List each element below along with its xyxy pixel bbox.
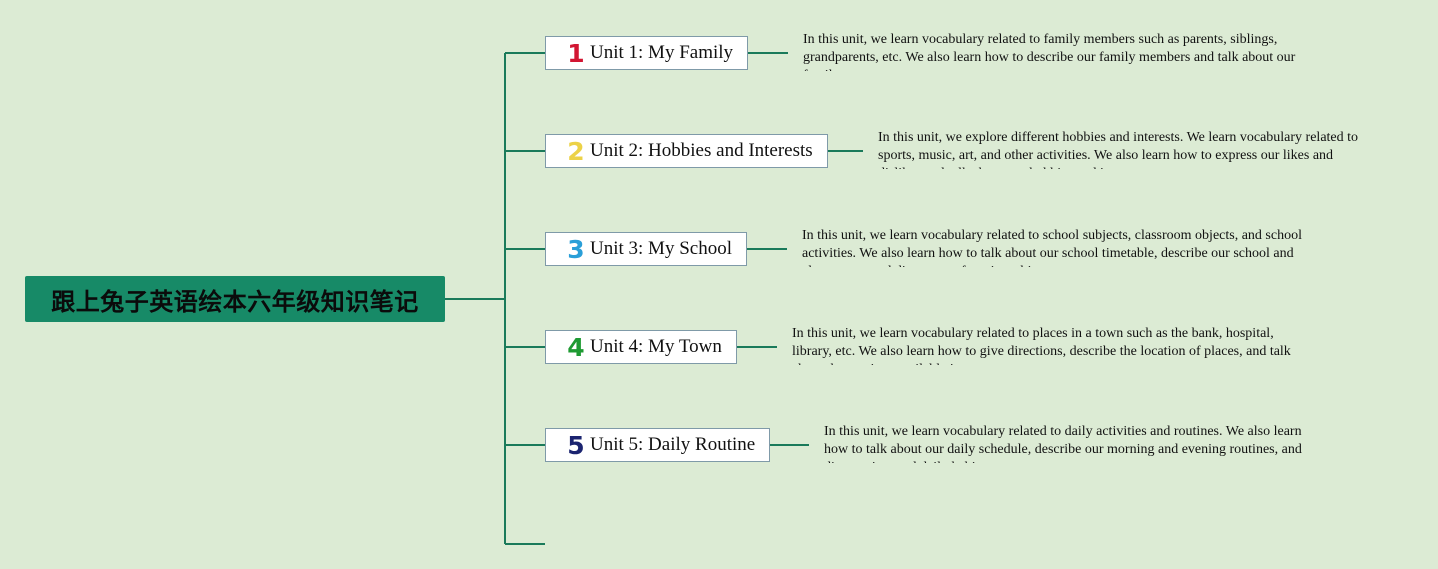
- unit-title: Unit 2: Hobbies and Interests: [590, 140, 813, 161]
- number-4-icon: 4: [567, 332, 585, 362]
- number-3-icon: 3: [567, 234, 585, 264]
- unit-title: Unit 4: My Town: [590, 336, 722, 357]
- unit-node-1[interactable]: 1 Unit 1: My Family: [545, 36, 749, 70]
- root-title: 跟上兔子英语绘本六年级知识笔记: [51, 287, 419, 316]
- unit-description-5: In this unit, we learn vocabulary relate…: [824, 424, 1302, 463]
- unit-node-2[interactable]: 2 Unit 2: Hobbies and Interests: [545, 134, 828, 168]
- root-topic[interactable]: 跟上兔子英语绘本六年级知识笔记: [25, 276, 445, 322]
- unit-description-3: In this unit, we learn vocabulary relate…: [802, 228, 1302, 267]
- unit-node-5[interactable]: 5 Unit 5: Daily Routine: [545, 428, 771, 462]
- number-5-icon: 5: [567, 430, 585, 460]
- unit-description-1: In this unit, we learn vocabulary relate…: [803, 32, 1296, 71]
- unit-node-3[interactable]: 3 Unit 3: My School: [545, 232, 747, 266]
- unit-title: Unit 1: My Family: [590, 42, 734, 63]
- number-2-icon: 2: [567, 136, 585, 166]
- number-1-icon: 1: [567, 38, 585, 68]
- unit-title: Unit 5: Daily Routine: [590, 434, 756, 455]
- unit-title: Unit 3: My School: [590, 238, 732, 259]
- unit-node-4[interactable]: 4 Unit 4: My Town: [545, 330, 737, 364]
- unit-description-2: In this unit, we explore different hobbi…: [878, 130, 1359, 169]
- unit-description-4: In this unit, we learn vocabulary relate…: [792, 326, 1291, 365]
